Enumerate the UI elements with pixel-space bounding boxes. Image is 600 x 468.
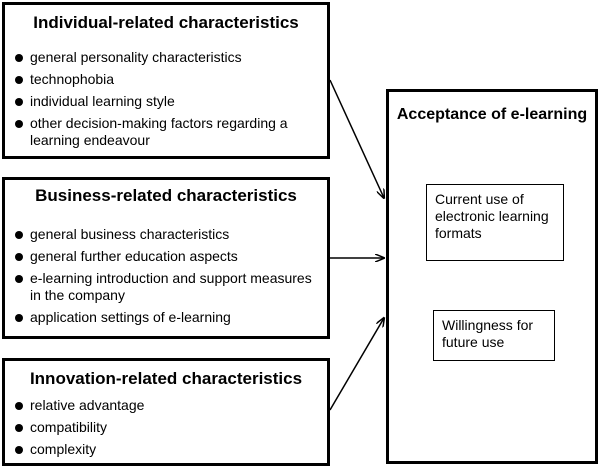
list-item: other decision-making factors regarding … bbox=[15, 115, 321, 149]
bullet-icon bbox=[15, 54, 23, 62]
innovation-characteristics-list: relative advantage compatibility complex… bbox=[15, 397, 321, 463]
list-item: individual learning style bbox=[15, 93, 321, 110]
list-item: complexity bbox=[15, 441, 321, 458]
bullet-icon bbox=[15, 275, 23, 283]
individual-characteristics-title: Individual-related characteristics bbox=[33, 13, 299, 32]
individual-characteristics-list: general personality characteristics tech… bbox=[15, 49, 321, 154]
willingness-box: Willingness for future use bbox=[433, 310, 555, 361]
list-item: e-learning introduction and support meas… bbox=[15, 270, 321, 304]
business-characteristics-list: general business characteristics general… bbox=[15, 226, 321, 331]
bullet-icon bbox=[15, 424, 23, 432]
arrow-individual-to-acceptance bbox=[329, 79, 384, 198]
list-item: general personality characteristics bbox=[15, 49, 321, 66]
list-item: technophobia bbox=[15, 71, 321, 88]
list-item: application settings of e-learning bbox=[15, 309, 321, 326]
innovation-characteristics-box: Innovation-related characteristics relat… bbox=[2, 358, 330, 466]
acceptance-box: Acceptance of e-learning Current use of … bbox=[386, 89, 598, 464]
bullet-icon bbox=[15, 231, 23, 239]
bullet-icon bbox=[15, 120, 23, 128]
business-characteristics-box: Business-related characteristics general… bbox=[2, 177, 330, 339]
business-characteristics-title: Business-related characteristics bbox=[35, 186, 297, 205]
innovation-characteristics-title: Innovation-related characteristics bbox=[29, 369, 303, 388]
arrow-innovation-to-acceptance bbox=[329, 318, 384, 411]
individual-characteristics-box: Individual-related characteristics gener… bbox=[2, 2, 330, 159]
list-item: relative advantage bbox=[15, 397, 321, 414]
acceptance-title: Acceptance of e-learning bbox=[396, 106, 588, 123]
list-item: compatibility bbox=[15, 419, 321, 436]
bullet-icon bbox=[15, 314, 23, 322]
current-use-box: Current use of electronic learning forma… bbox=[426, 184, 564, 261]
bullet-icon bbox=[15, 446, 23, 454]
bullet-icon bbox=[15, 402, 23, 410]
bullet-icon bbox=[15, 76, 23, 84]
list-item: general business characteristics bbox=[15, 226, 321, 243]
list-item: general further education aspects bbox=[15, 248, 321, 265]
bullet-icon bbox=[15, 98, 23, 106]
bullet-icon bbox=[15, 253, 23, 261]
